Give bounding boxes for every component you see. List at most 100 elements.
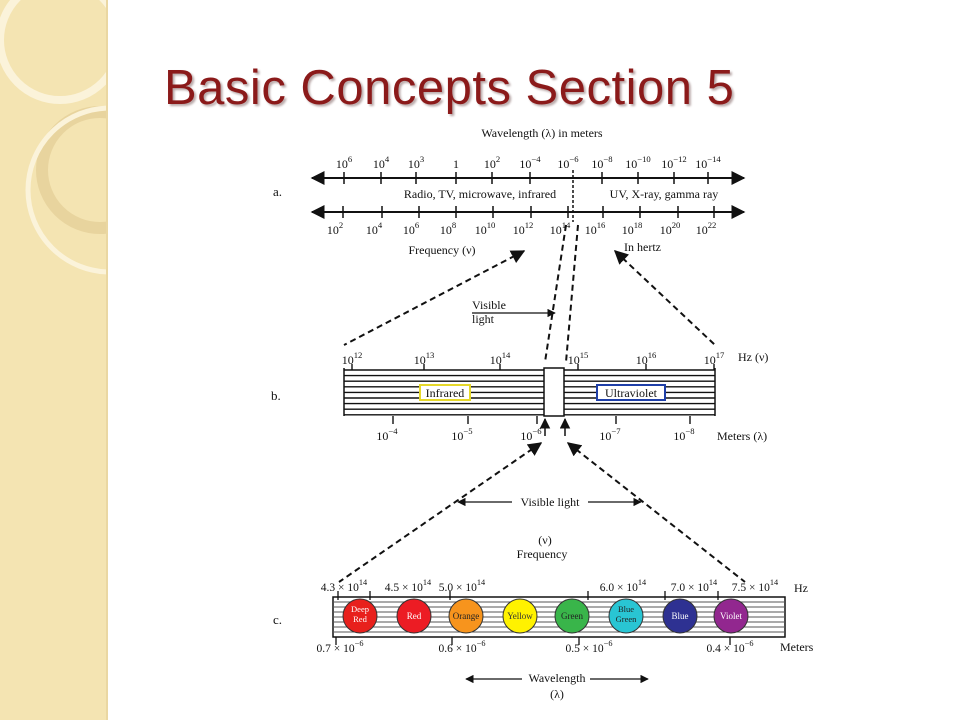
visible-light-label: Visible light (521, 495, 581, 509)
part-b-hz-tick-label-exponent: 14 (502, 350, 511, 360)
part-b-meter-tick-label-base: 10 (376, 429, 388, 443)
frequency-tick-label-base: 10 (475, 223, 487, 237)
wavelength-tick-label-exponent: 4 (385, 154, 390, 164)
frequency-tick-label-exponent: 20 (672, 220, 681, 230)
wavelength-tick-label-exponent: 6 (348, 154, 353, 164)
part-c-meter-tick-label-base: 0.7 × 10 (317, 643, 355, 655)
color-circle (448, 598, 484, 634)
frequency-tick-label: 102 (327, 220, 343, 237)
band-left-label: Radio, TV, microwave, infrared (404, 187, 556, 201)
part-c-hz-tick-label-exponent: 14 (423, 578, 431, 587)
spectrum-band (343, 364, 716, 416)
frequency-tick-label: 1010 (475, 220, 496, 237)
part-c-meter-tick-label-exponent: −6 (745, 639, 754, 648)
wavelength-tick-label: 10−14 (695, 154, 721, 171)
ultraviolet-label: Ultraviolet (605, 386, 658, 400)
frequency-tick-label-base: 10 (660, 223, 672, 237)
wavelength-caption-line2: (λ) (550, 687, 564, 701)
part-c-hz-tick-label-exponent: 14 (770, 578, 778, 587)
connector-line (343, 250, 526, 346)
frequency-tick-label: 1014 (550, 220, 571, 237)
wavelength-tick-label: 106 (336, 154, 353, 171)
wavelength-tick-label: 10−4 (519, 154, 541, 171)
color-label-line1: Deep (351, 604, 369, 614)
color-swatch: Red (396, 598, 432, 634)
part-c-meter-unit: Meters (780, 640, 814, 654)
wavelength-tick-label-base: 10 (484, 157, 496, 171)
part-c-hz-tick-label-exponent: 14 (359, 578, 367, 587)
visible-window (543, 367, 565, 417)
frequency-tick-label: 1020 (660, 220, 681, 237)
part-b-meter-tick-label-base: 10 (599, 429, 611, 443)
frequency-tick-label: 104 (366, 220, 383, 237)
part-a-label: a. (273, 184, 282, 199)
part-b-meter-tick-label: 10−8 (673, 426, 694, 443)
part-b-meter-tick-marks (392, 416, 691, 424)
wavelength-tick-label-exponent: −12 (673, 154, 687, 164)
color-circle (713, 598, 749, 634)
frequency-tick-marks (342, 206, 715, 218)
part-b-meter-tick-label-exponent: −4 (388, 426, 398, 436)
color-circle (554, 598, 590, 634)
wavelength-tick-label: 10−12 (661, 154, 687, 171)
color-label: Blue (672, 611, 689, 621)
part-c-meter-tick-label-base: 0.4 × 10 (707, 643, 745, 655)
color-swatch: Blue (662, 598, 698, 634)
part-c-meter-tick-label: 0.4 × 10−6 (707, 639, 754, 655)
part-b-meter-tick-label: 10−5 (451, 426, 472, 443)
part-b-meter-tick-label-exponent: −7 (611, 426, 621, 436)
frequency-tick-label-exponent: 16 (597, 220, 606, 230)
frequency-tick-label: 106 (403, 220, 420, 237)
part-c-hz-tick-label-base: 7.5 × 10 (732, 582, 770, 594)
color-label: Yellow (507, 611, 533, 621)
color-circle (342, 598, 378, 634)
part-b-meter-tick-label-exponent: −8 (685, 426, 694, 436)
part-c-hz-tick-label-exponent: 14 (638, 578, 646, 587)
wavelength-tick-marks (343, 172, 709, 184)
connector-line (544, 224, 567, 363)
wavelength-tick-label-exponent: −6 (569, 154, 579, 164)
visible-callout-line2: light (472, 312, 495, 326)
part-c-meter-tick-label-exponent: −6 (355, 639, 364, 648)
frequency-tick-label-exponent: 6 (415, 220, 420, 230)
part-b-hz-tick-label-exponent: 16 (648, 350, 657, 360)
part-b-hz-tick-label: 1016 (636, 350, 657, 367)
frequency-tick-label-exponent: 12 (525, 220, 534, 230)
part-b-meter-tick-label-exponent: −6 (532, 426, 542, 436)
infrared-label: Infrared (426, 386, 465, 400)
wavelength-tick-label-exponent: 3 (420, 154, 424, 164)
frequency-tick-label-exponent: 2 (339, 220, 343, 230)
color-label-line2: Red (353, 614, 367, 624)
frequency-tick-label-base: 10 (403, 223, 415, 237)
part-b-meter-tick-label: 10−7 (599, 426, 621, 443)
part-b-hz-tick-label-base: 10 (568, 353, 580, 367)
part-b-meter-tick-label-exponent: −5 (463, 426, 472, 436)
slide-title: Basic Concepts Section 5 (164, 61, 735, 115)
part-b-meter-tick-label-base: 10 (451, 429, 463, 443)
part-c-hz-tick-label: 4.5 × 1014 (385, 578, 431, 594)
frequency-tick-label-base: 10 (622, 223, 634, 237)
wavelength-tick-label-base: 10 (373, 157, 385, 171)
connector-line (565, 224, 579, 363)
frequency-tick-label-exponent: 22 (708, 220, 717, 230)
wavelength-tick-label-base: 1 (453, 157, 459, 171)
frequency-caption-line2: Frequency (517, 547, 568, 561)
color-swatch: Violet (713, 598, 749, 634)
part-c-meter-tick-label-exponent: −6 (477, 639, 486, 648)
color-label-line1: Blue (618, 604, 634, 614)
part-b-hz-tick-label: 1017 (704, 350, 725, 367)
part-c-meter-tick-label-base: 0.6 × 10 (439, 643, 477, 655)
frequency-tick-label-base: 10 (327, 223, 339, 237)
part-c-meter-tick-label: 0.6 × 10−6 (439, 639, 486, 655)
frequency-axis-title: Frequency (ν) (408, 243, 475, 257)
part-b-hz-tick-label: 1014 (490, 350, 511, 367)
part-c-label: c. (273, 612, 282, 627)
wavelength-axis-title: Wavelength (λ) in meters (481, 126, 602, 140)
part-b-hz-tick-label: 1015 (568, 350, 589, 367)
color-swatch: Yellow (502, 598, 538, 634)
